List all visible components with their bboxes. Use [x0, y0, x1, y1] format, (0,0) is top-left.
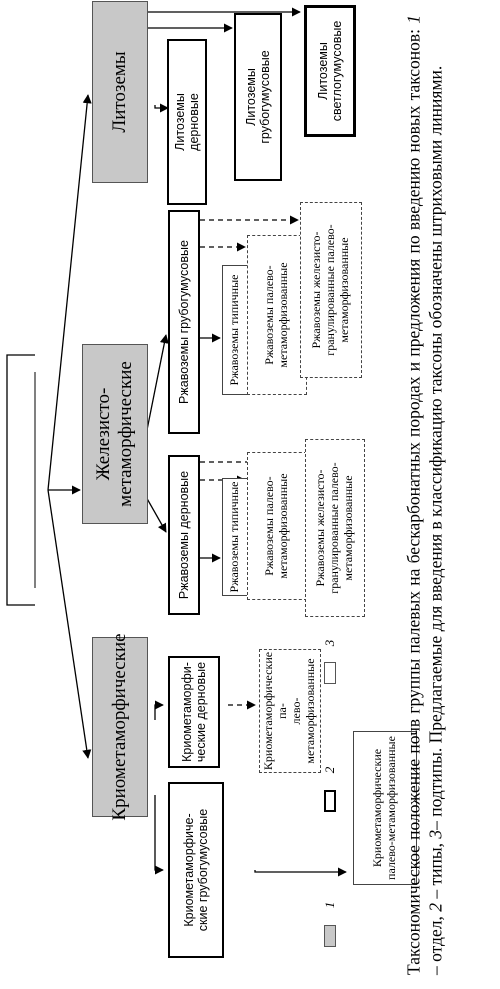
type-kriomet-dern: Криометаморфи- ческие дерновые: [168, 656, 220, 768]
group-label: [11, 367, 33, 597]
legend-label-3: 3: [322, 639, 337, 647]
sub-rzhav-dern-pm: Ржавоземы палево- метаморфизованные: [247, 452, 307, 600]
edge-zhelez-rgrub: [144, 334, 169, 441]
edge-kriomet-grub: [154, 795, 164, 875]
sub-rzhav-grub-pm: Ржавоземы палево- метаморфизованные: [247, 235, 307, 395]
legend-label-2: 2: [322, 766, 337, 774]
edge-zhelez-rdern: [144, 494, 167, 533]
type-kriomet-grub: Криометаморфиче- ские грубогумусовые: [168, 782, 224, 958]
order-litozem: Литоземы: [92, 1, 148, 183]
edge-kriomet-dern: [154, 700, 164, 720]
sub-rzhav-dern-zhg: Ржавоземы железисто- гранулированные пал…: [305, 439, 365, 617]
edge-krgrub-pm: [254, 867, 347, 877]
edge-group-litozem: [47, 94, 92, 491]
order-zhelez: Железисто- метаморфические: [82, 344, 148, 524]
edge-lito-dern: [154, 103, 169, 113]
sub-rzhav-grub-tip: Ржавоземы типичные: [222, 265, 248, 395]
type-rzhav-dern: Ржавоземы дерновые: [168, 455, 200, 615]
type-lito-svetl: Литоземы светлогумусовые: [304, 5, 356, 137]
sub-kriomet-dern-pm: Криометаморфические па- лево-метаморфизо…: [259, 649, 321, 773]
order-kriomet: Криометаморфические: [92, 633, 148, 821]
sub-rzhav-dern-tip: Ржавоземы типичные: [222, 478, 248, 596]
legend-subtype-swatch: [324, 662, 336, 684]
figure-caption: Таксономическое положение почв группы па…: [403, 15, 446, 975]
group-bracket: [6, 354, 35, 606]
legend-label-1: 1: [322, 901, 337, 909]
type-lito-dern: Литоземы дерновые: [167, 39, 207, 205]
legend-order-swatch: [324, 925, 336, 947]
edge-group-kriomet: [47, 489, 92, 759]
type-lito-grub: Литоземы грубогумусовые: [234, 13, 282, 181]
type-rzhav-grub: Ржавоземы грубогумусовые: [168, 210, 200, 434]
legend-type-swatch: [324, 790, 336, 812]
sub-rzhav-grub-zhg: Ржавоземы железисто- гранулированные пал…: [300, 202, 362, 378]
